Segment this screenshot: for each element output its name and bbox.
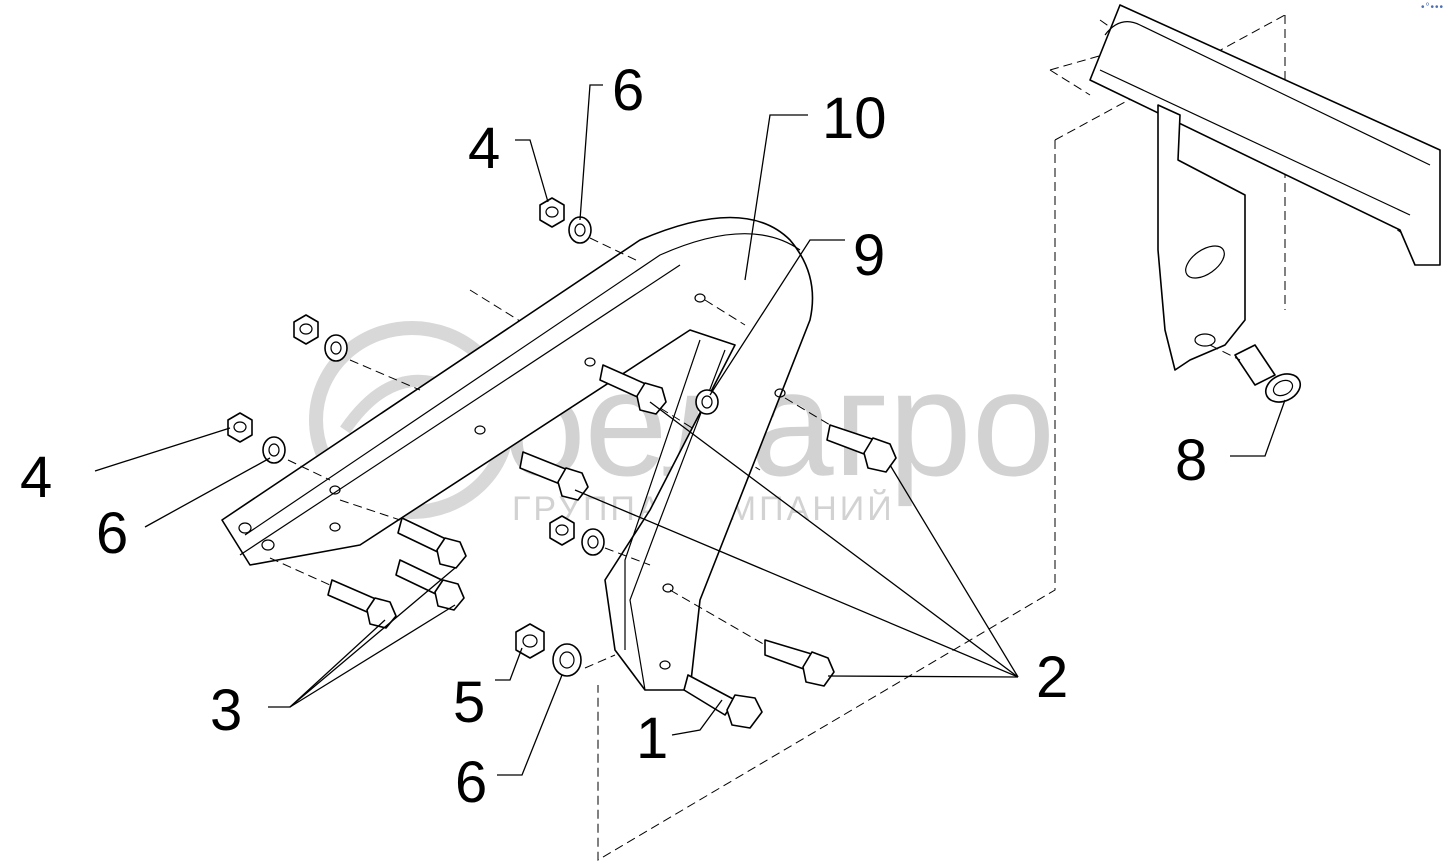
bolt-3a [397, 517, 467, 569]
nut-left [227, 412, 253, 443]
washer-bottom [552, 643, 582, 677]
main-bracket [221, 216, 814, 691]
fasteners [227, 197, 719, 677]
nut-upper-left [293, 314, 319, 345]
bolt-2c [599, 364, 667, 415]
callout-4-left: 4 [20, 445, 52, 510]
callouts: 1 2 3 4 4 5 6 6 6 8 9 10 [20, 58, 1207, 815]
bolt-2d [519, 451, 589, 501]
callout-1: 1 [636, 706, 668, 771]
leader-lines [94, 84, 1286, 776]
callout-2: 2 [1036, 645, 1068, 710]
washer-left [262, 436, 286, 464]
callout-9: 9 [853, 223, 885, 288]
bolts [327, 364, 897, 729]
bolt-2b [826, 424, 897, 473]
callout-10: 10 [822, 86, 887, 151]
nut-top [539, 197, 565, 228]
spacer-9 [695, 389, 719, 415]
bolt-1 [683, 674, 763, 729]
nut-center [549, 515, 575, 546]
frame-beam [1089, 4, 1441, 371]
washer-center [581, 528, 605, 556]
bolt-2a [764, 639, 835, 687]
bolt-3c [327, 579, 397, 629]
callout-4-top: 4 [468, 116, 500, 181]
callout-6-bottom: 6 [455, 750, 487, 815]
callout-3: 3 [210, 678, 242, 743]
washer-upper-left [324, 334, 348, 362]
bolt-3b [395, 559, 465, 611]
assembly-axes [269, 237, 1241, 669]
washer-top [568, 216, 592, 244]
callout-8: 8 [1175, 428, 1207, 493]
corner-mark: •°••• [1420, 2, 1444, 13]
callout-6-left: 6 [96, 501, 128, 566]
bushing [1234, 344, 1302, 403]
callout-6-top: 6 [612, 58, 644, 123]
callout-5: 5 [453, 670, 485, 735]
nut-bottom [515, 623, 545, 659]
